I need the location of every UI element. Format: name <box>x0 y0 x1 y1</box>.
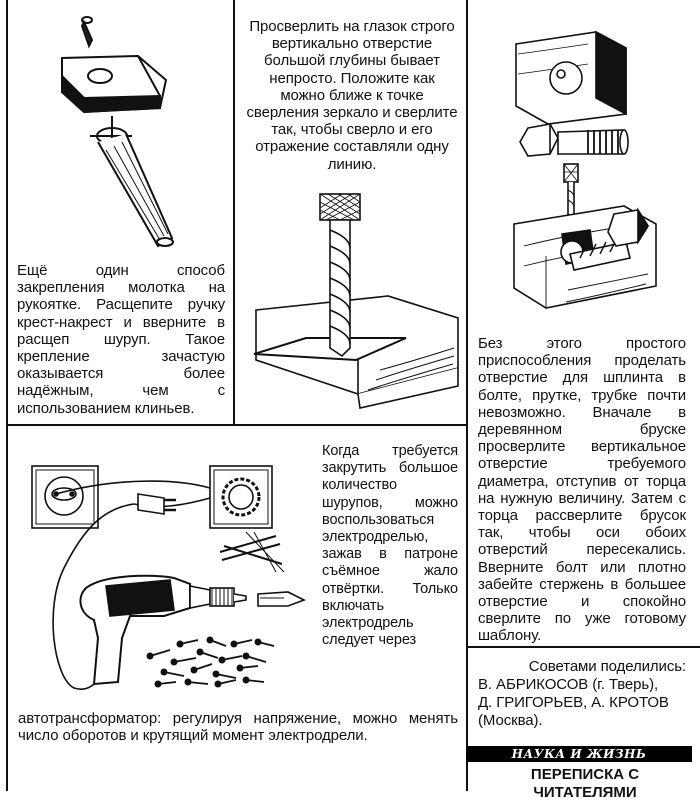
screwdriver-tip-text: Когда требуется закрутить большое количе… <box>322 443 458 649</box>
section-title: ПЕРЕПИСКА С ЧИТАТЕЛЯМИ <box>530 766 640 801</box>
drill-mirror-illustration <box>253 193 459 409</box>
divider-vertical-2 <box>466 0 468 791</box>
credits-divider <box>466 646 700 648</box>
drill-bits-icon <box>219 531 285 573</box>
plug-icon <box>137 493 176 515</box>
divider-horizontal <box>6 424 467 426</box>
mirror-icon <box>253 337 407 362</box>
bolt-icon <box>519 123 629 157</box>
autotransformer-icon <box>209 465 273 529</box>
screws-pile-icon <box>146 636 275 688</box>
credits-line-2: Д. ГРИГОРЬЕВ, А. КРОТОВ <box>478 694 669 711</box>
credits-line-3: (Москва). <box>478 712 543 729</box>
drill-screwdriver-illustration <box>31 465 306 690</box>
hammer-tip-text: Ещё один способ закрепления молотка на р… <box>17 262 225 417</box>
electric-drill-icon <box>79 574 247 686</box>
divider-vertical-1 <box>233 0 235 424</box>
screw-icon <box>80 16 94 49</box>
hammer-handle-icon <box>97 133 174 248</box>
bolt-jig-tip-text: Без этого простого приспособления продел… <box>478 335 686 645</box>
drill-bit-icon <box>329 219 351 358</box>
bolt-jig-illustration <box>513 30 657 309</box>
credits-line-1: В. АБРИКОСОВ (г. Тверь), <box>478 676 659 693</box>
socket-icon <box>31 465 99 529</box>
drill-mirror-tip-text: Просверлить на глазок строго вертикально… <box>246 18 458 173</box>
credits-intro: Советами поделились: <box>528 658 686 675</box>
hammer-illustration <box>61 16 174 248</box>
magazine-logo: НАУКА И ЖИЗНЬ <box>466 746 692 762</box>
small-drill-icon <box>563 163 579 220</box>
screwdriver-tip-text-end: автотрансформатор: регулируя напряжение,… <box>18 710 458 745</box>
border-left <box>6 0 8 791</box>
screwdriver-bit-icon <box>257 591 306 607</box>
hammer-head-icon <box>61 54 168 114</box>
